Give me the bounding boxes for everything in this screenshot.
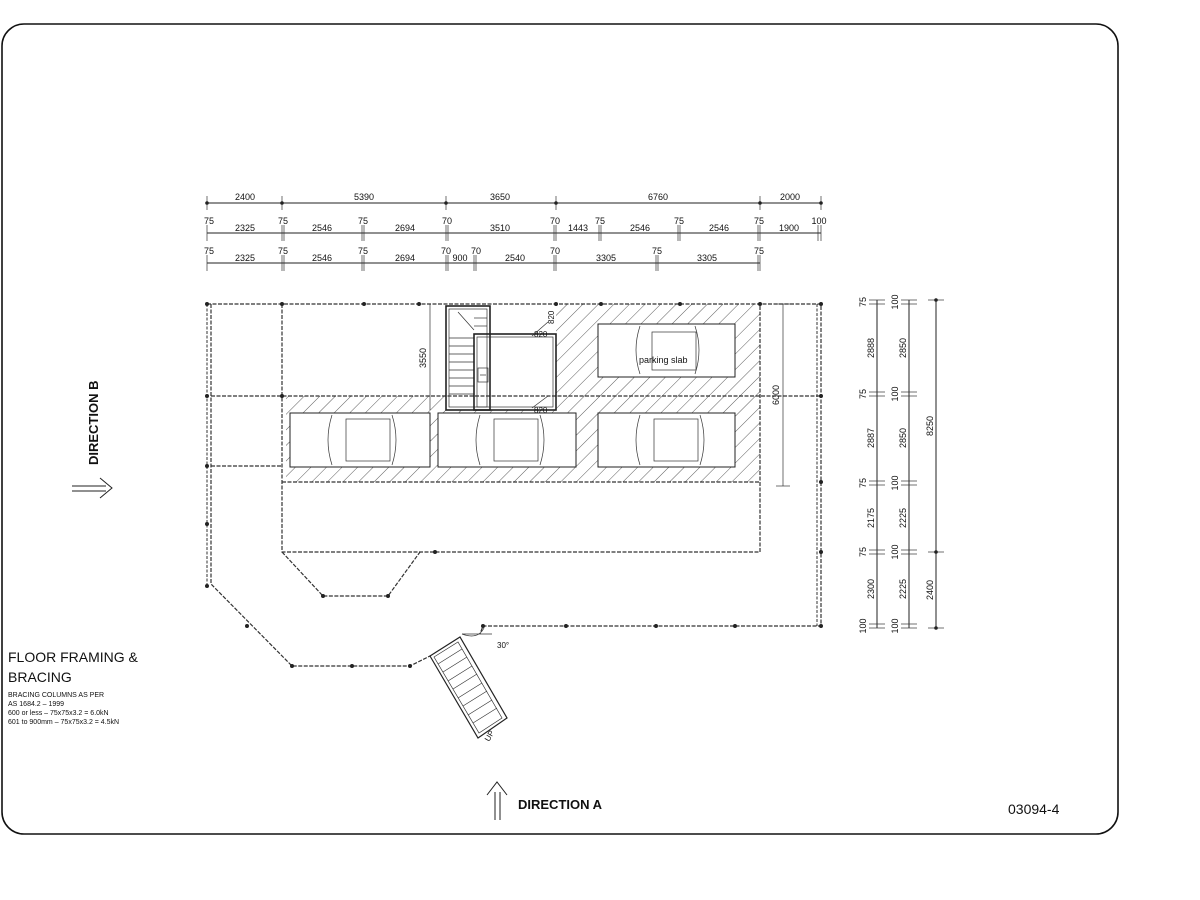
dim-row2-10: 75 <box>595 216 605 226</box>
note-line-2: AS 1684.2 – 1999 <box>8 701 64 708</box>
dim-row3-5: 2694 <box>395 253 415 263</box>
dim-row2-0: 75 <box>204 216 214 226</box>
dim-row2-6: 70 <box>442 216 452 226</box>
dim-820-c: 820 <box>534 406 548 415</box>
dim-col1-7: 2300 <box>866 579 876 599</box>
dim-col2-3: 2850 <box>898 428 908 448</box>
dim-row2-3: 2546 <box>312 223 332 233</box>
dim-col3-0: 8250 <box>925 416 935 436</box>
dim-col2-6: 100 <box>890 544 900 559</box>
dim-820-a: 820 <box>534 330 548 339</box>
direction-b-label: DIRECTION B <box>86 381 101 466</box>
dim-col1-2: 75 <box>858 389 868 399</box>
dim-row3-4: 75 <box>358 246 368 256</box>
dim-col3-1: 2400 <box>925 580 935 600</box>
dim-col2-4: 100 <box>890 475 900 490</box>
dim-row3-3: 2546 <box>312 253 332 263</box>
dim-row2-1: 2325 <box>235 223 255 233</box>
dim-row3-2: 75 <box>278 246 288 256</box>
dim-row3-10: 70 <box>550 246 560 256</box>
drawing-title-line1: FLOOR FRAMING & <box>8 649 139 665</box>
dim-col1-1: 2888 <box>866 338 876 358</box>
floor-plan: 820 820 820 3550 6000 parking slab <box>205 302 823 743</box>
dim-row3-0: 75 <box>204 246 214 256</box>
dim-row1-1: 5390 <box>354 192 374 202</box>
dim-col1-4: 75 <box>858 478 868 488</box>
title-block: FLOOR FRAMING & BRACING <box>8 649 139 685</box>
dim-col2-8: 100 <box>890 618 900 633</box>
car-right <box>597 412 736 468</box>
note-line-1: BRACING COLUMNS AS PER <box>8 692 104 699</box>
dim-row3-11: 3305 <box>596 253 616 263</box>
direction-a-marker: DIRECTION A <box>486 781 603 820</box>
dim-row3-8: 70 <box>471 246 481 256</box>
dim-row2-4: 75 <box>358 216 368 226</box>
sheet-border <box>1 23 1119 835</box>
dim-row2-14: 75 <box>754 216 764 226</box>
dim-col2-5: 2225 <box>898 508 908 528</box>
arrow-up-icon <box>486 781 508 820</box>
dim-row3-14: 75 <box>754 246 764 256</box>
dim-3550: 3550 <box>418 348 428 368</box>
car-top-right <box>597 323 736 378</box>
dim-row2-16: 100 <box>811 216 826 226</box>
dim-row3-13: 3305 <box>697 253 717 263</box>
dim-row3-12: 75 <box>652 246 662 256</box>
stair-angle: 30° <box>497 641 509 650</box>
dim-row2-8: 70 <box>550 216 560 226</box>
dim-row2-12: 75 <box>674 216 684 226</box>
dim-820-b: 820 <box>547 310 556 324</box>
dim-row2-7: 3510 <box>490 223 510 233</box>
note-line-4: 601 to 900mm – 75x75x3.2 = 4.5kN <box>8 719 119 726</box>
drawing-title-line2: BRACING <box>8 669 72 685</box>
dim-col1-0: 75 <box>858 297 868 307</box>
dim-row2-2: 75 <box>278 216 288 226</box>
top-dimension-strings: 2400 5390 3650 6760 2000 75 2325 75 2546… <box>204 192 827 271</box>
direction-b-marker: DIRECTION B <box>72 381 113 499</box>
dim-row2-5: 2694 <box>395 223 415 233</box>
dim-col1-6: 75 <box>858 547 868 557</box>
dim-row1-3: 6760 <box>648 192 668 202</box>
dim-6000: 6000 <box>771 385 781 405</box>
parking-slab-label: parking slab <box>639 355 688 365</box>
dim-col2-0: 100 <box>890 294 900 309</box>
car-left <box>289 412 431 468</box>
bracing-notes: BRACING COLUMNS AS PER AS 1684.2 – 1999 … <box>8 692 119 726</box>
dim-row1-2: 3650 <box>490 192 510 202</box>
arrow-right-icon <box>72 477 113 499</box>
dim-row3-1: 2325 <box>235 253 255 263</box>
dim-row2-11: 2546 <box>630 223 650 233</box>
dim-row3-9: 2540 <box>505 253 525 263</box>
dim-col2-1: 2850 <box>898 338 908 358</box>
entry-stair <box>429 627 508 739</box>
right-dimension-strings: 75 2888 75 2887 75 2175 75 2300 100 100 … <box>858 294 944 634</box>
dim-col1-5: 2175 <box>866 508 876 528</box>
note-line-3: 600 or less – 75x75x3.2 = 6.0kN <box>8 710 109 717</box>
dim-col1-3: 2887 <box>866 428 876 448</box>
dim-row1-4: 2000 <box>780 192 800 202</box>
dim-col1-8: 100 <box>858 618 868 633</box>
dim-row2-13: 2546 <box>709 223 729 233</box>
dim-row2-15: 1900 <box>779 223 799 233</box>
direction-a-label: DIRECTION A <box>518 797 603 812</box>
dim-col2-7: 2225 <box>898 579 908 599</box>
dim-row3-7: 900 <box>452 253 467 263</box>
dim-row1-0: 2400 <box>235 192 255 202</box>
sheet-number: 03094-4 <box>1008 801 1060 817</box>
dim-row3-6: 70 <box>441 246 451 256</box>
dim-col2-2: 100 <box>890 386 900 401</box>
car-middle <box>437 412 577 468</box>
dim-row2-9: 1443 <box>568 223 588 233</box>
